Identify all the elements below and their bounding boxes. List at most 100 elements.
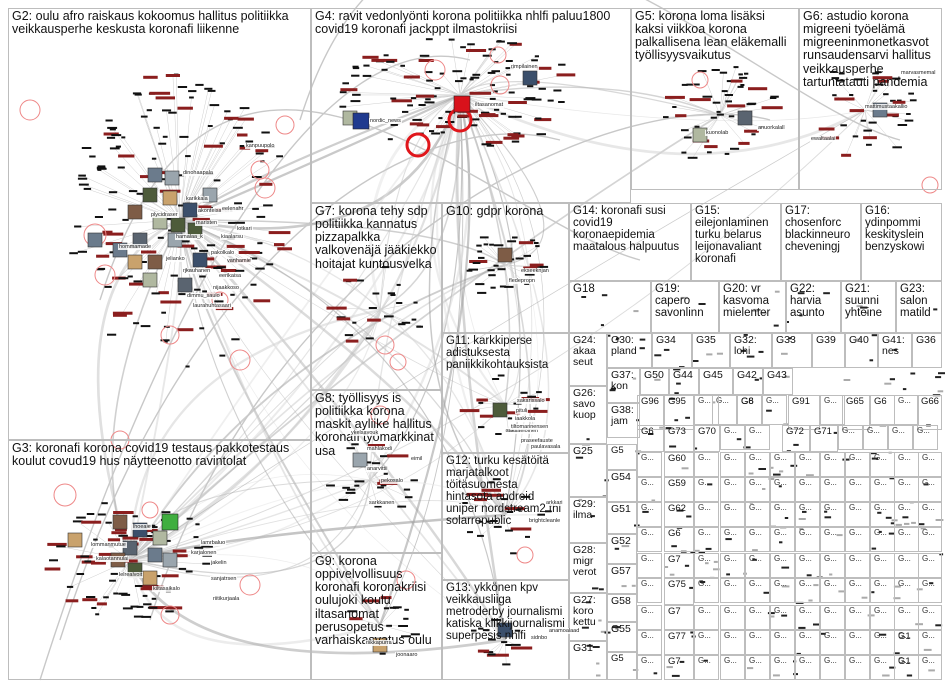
- vertex: [436, 125, 451, 129]
- vertex-label: lhoeaie: [132, 524, 152, 530]
- group-label: G...: [799, 503, 812, 512]
- vertex: [165, 74, 180, 77]
- edge: [96, 218, 181, 561]
- vertex: [478, 426, 485, 429]
- vertex: [410, 97, 417, 100]
- group-label: G58: [611, 595, 631, 607]
- group-box-g31: G31: [569, 641, 607, 680]
- group-label: G14: koronafi susi covid19 koronaepidemi…: [573, 205, 680, 254]
- vertex: [600, 630, 607, 633]
- vertex: [790, 464, 798, 467]
- high-degree-vertex: [94, 264, 116, 286]
- vertex: [829, 573, 833, 576]
- vertex: [666, 666, 673, 669]
- group-box-small: G...: [694, 502, 719, 527]
- vertex: [676, 509, 684, 512]
- vertex: [537, 513, 545, 516]
- group-label: G...: [641, 631, 654, 640]
- group-label: G...: [922, 478, 935, 487]
- vertex: [813, 584, 819, 587]
- high-degree-vertex: [254, 177, 276, 199]
- edge: [719, 103, 753, 116]
- group-box-small: G...: [745, 452, 770, 477]
- edge: [864, 109, 871, 138]
- vertex: [703, 659, 708, 662]
- group-label: G27: koro kettu: [573, 594, 599, 629]
- vertex: [783, 375, 790, 378]
- edge: [348, 281, 381, 311]
- group-label: G...: [774, 656, 787, 665]
- group-box-g45: G45: [699, 368, 733, 395]
- vertex: [849, 94, 854, 96]
- vertex: [806, 474, 814, 477]
- vertex: [601, 294, 608, 297]
- vertex: [470, 76, 480, 79]
- group-box-small: G...: [745, 655, 770, 680]
- group-box-g77: G77: [664, 630, 694, 655]
- group-box-small: G...: [820, 605, 845, 630]
- group-label: G8: [741, 396, 754, 407]
- vertex: [109, 251, 114, 254]
- vertex: [109, 147, 120, 150]
- vertex: [398, 323, 406, 326]
- edge: [481, 257, 506, 266]
- vertex: [853, 78, 863, 81]
- vertex: [893, 652, 900, 655]
- edge: [480, 499, 506, 516]
- group-label: G6: [668, 528, 681, 539]
- group-box-small: G...: [845, 655, 870, 680]
- edge: [179, 93, 461, 222]
- vertex: [132, 92, 142, 95]
- vertex: [699, 581, 706, 583]
- vertex: [497, 268, 506, 271]
- group-box-g8: G8: työllisyys is politiikka korona mask…: [311, 390, 442, 553]
- edge: [96, 559, 131, 615]
- group-box-g28: G28: migr verot: [569, 543, 607, 593]
- vertex: [65, 599, 79, 603]
- edge: [105, 559, 131, 598]
- group-label: G60: [668, 453, 686, 464]
- vertex-label: kalaotannulai: [95, 556, 130, 562]
- vertex: [396, 283, 401, 286]
- vertex: [425, 38, 433, 41]
- edge: [459, 86, 721, 116]
- edge: [375, 293, 381, 311]
- group-label: G...: [724, 478, 737, 487]
- vertex-label: saksaeloinen: [505, 428, 540, 434]
- group-label: G...: [922, 631, 935, 640]
- group-box-small: G...: [770, 452, 795, 477]
- vertex: [706, 353, 713, 356]
- vertex: [797, 292, 805, 295]
- group-label: G...: [898, 478, 911, 487]
- vertex: [694, 549, 700, 552]
- vertex: [785, 321, 789, 323]
- vertex: [752, 558, 757, 561]
- vertex: [493, 264, 499, 267]
- vertex: [402, 110, 409, 113]
- vertex: [904, 522, 910, 525]
- group-box-small: G...: [795, 605, 820, 630]
- vertex: [747, 667, 754, 670]
- group-label: G...: [849, 528, 862, 537]
- edge: [379, 94, 464, 626]
- vertex: [860, 119, 866, 122]
- vertex: [383, 58, 398, 62]
- vertex: [143, 603, 152, 606]
- vertex: [398, 625, 408, 627]
- group-box-small: G...: [770, 630, 795, 655]
- edge: [384, 69, 461, 96]
- vertex: [383, 472, 388, 475]
- group-label: G33: [776, 334, 796, 346]
- vertex: [367, 318, 381, 322]
- vertex: [362, 74, 372, 77]
- edge: [178, 219, 381, 626]
- group-box-small: G...: [745, 605, 770, 630]
- vertex: [806, 574, 812, 577]
- vertex: [506, 73, 511, 76]
- vertex: [396, 302, 403, 304]
- group-label: G...: [922, 656, 935, 665]
- vertex: [277, 247, 292, 251]
- group-box-small: G...: [694, 527, 719, 552]
- edge: [114, 148, 181, 221]
- group-box-small: G...: [694, 452, 719, 477]
